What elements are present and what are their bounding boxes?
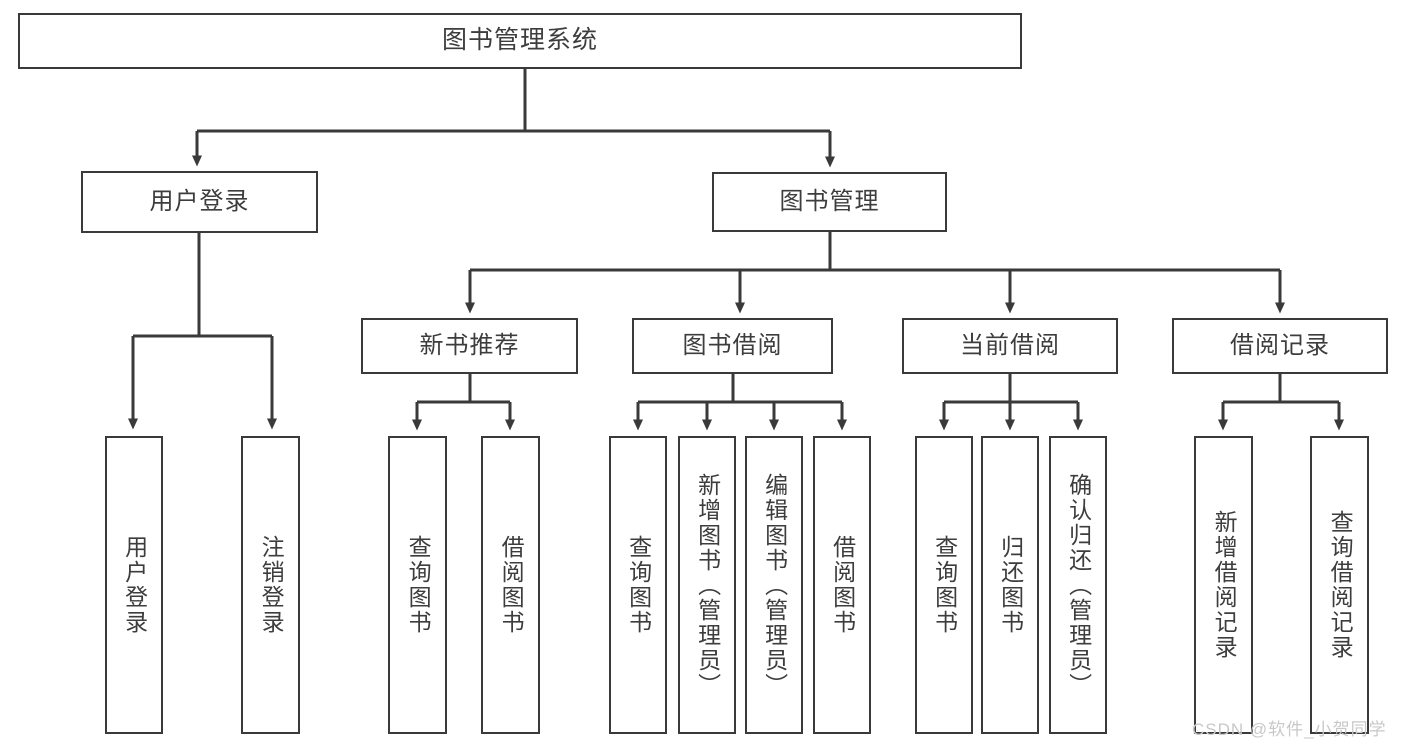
leaf-add-record[interactable]: 新增借阅记录 <box>1194 436 1253 734</box>
leaf-query-record-label: 查询借阅记录 <box>1327 510 1354 660</box>
node-new-book-recommend-label: 新书推荐 <box>419 331 520 359</box>
node-root-label: 图书管理系统 <box>441 26 598 55</box>
node-book-borrow-label: 图书借阅 <box>682 331 783 359</box>
leaf-borrow-book-1-label: 借阅图书 <box>498 535 525 635</box>
leaf-borrow-book-1[interactable]: 借阅图书 <box>481 436 540 734</box>
leaf-confirm-return-label: 确认归还（管理员） <box>1065 472 1092 698</box>
leaf-add-book[interactable]: 新增图书（管理员） <box>678 436 736 734</box>
node-borrow-record[interactable]: 借阅记录 <box>1172 318 1388 374</box>
leaf-return-book-label: 归还图书 <box>997 535 1024 635</box>
leaf-query-book-3-label: 查询图书 <box>931 535 958 635</box>
leaf-return-book[interactable]: 归还图书 <box>981 436 1039 734</box>
node-user-login[interactable]: 用户登录 <box>81 171 318 233</box>
leaf-query-record[interactable]: 查询借阅记录 <box>1310 436 1369 734</box>
leaf-query-book-2-label: 查询图书 <box>625 535 652 635</box>
leaf-borrow-book-2[interactable]: 借阅图书 <box>813 436 871 734</box>
leaf-logout[interactable]: 注销登录 <box>241 436 300 734</box>
leaf-edit-book[interactable]: 编辑图书（管理员） <box>745 436 803 734</box>
node-borrow-record-label: 借阅记录 <box>1230 331 1330 359</box>
leaf-logout-label: 注销登录 <box>258 535 285 635</box>
leaf-confirm-return[interactable]: 确认归还（管理员） <box>1049 436 1107 734</box>
leaf-query-book-2[interactable]: 查询图书 <box>609 436 667 734</box>
node-book-manage[interactable]: 图书管理 <box>712 172 947 232</box>
node-current-borrow-label: 当前借阅 <box>960 331 1060 359</box>
node-book-manage-label: 图书管理 <box>779 187 880 215</box>
node-user-login-label: 用户登录 <box>149 187 250 215</box>
csdn-watermark: CSDN @软件_小贺同学 <box>1192 720 1387 739</box>
leaf-user-login-label: 用户登录 <box>121 535 148 635</box>
leaf-query-book-1[interactable]: 查询图书 <box>388 436 447 734</box>
leaf-edit-book-label: 编辑图书（管理员） <box>761 472 788 698</box>
node-root[interactable]: 图书管理系统 <box>18 13 1022 69</box>
leaf-query-book-1-label: 查询图书 <box>405 535 432 635</box>
leaf-add-record-label: 新增借阅记录 <box>1211 510 1238 660</box>
leaf-add-book-label: 新增图书（管理员） <box>694 472 721 698</box>
leaf-user-login[interactable]: 用户登录 <box>105 436 163 734</box>
node-current-borrow[interactable]: 当前借阅 <box>902 318 1118 374</box>
leaf-query-book-3[interactable]: 查询图书 <box>915 436 973 734</box>
node-book-borrow[interactable]: 图书借阅 <box>632 318 833 374</box>
leaf-borrow-book-2-label: 借阅图书 <box>829 535 856 635</box>
node-new-book-recommend[interactable]: 新书推荐 <box>361 318 578 374</box>
